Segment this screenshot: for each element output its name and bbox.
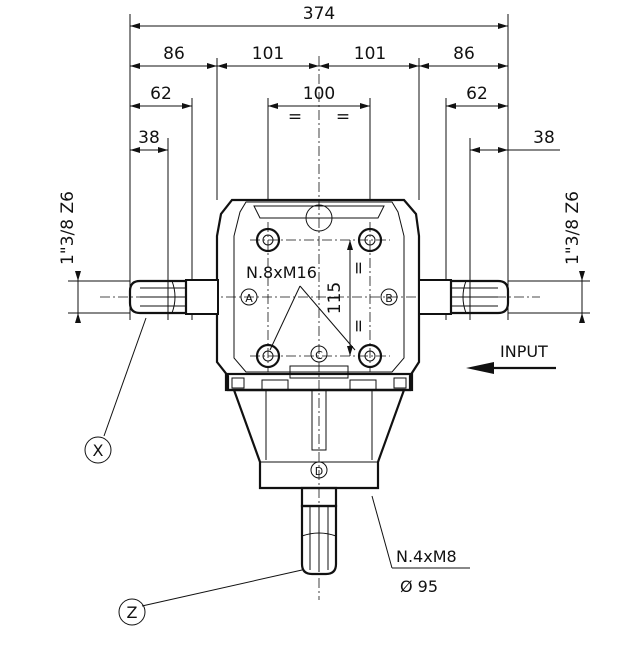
equal-mark-left: = — [288, 107, 302, 127]
input-arrow — [466, 362, 556, 374]
gearbox-housing — [215, 198, 421, 490]
input-label: INPUT — [500, 342, 548, 361]
output-shaft — [300, 486, 338, 576]
marker-z: Z — [127, 603, 138, 622]
dim-left-62: 62 — [150, 84, 172, 104]
marker-c: C — [315, 349, 323, 362]
dim-right-inner: 101 — [354, 44, 386, 64]
left-shaft-spec: 1"3/8 Z6 — [58, 191, 78, 265]
right-shaft-spec: 1"3/8 Z6 — [563, 191, 583, 265]
mounting-holes — [255, 227, 383, 369]
callout-top-holes: N.8xM16 — [246, 263, 317, 282]
dim-overall-width: 374 — [303, 4, 335, 24]
marker-a: A — [245, 292, 253, 305]
equal-mark-right: = — [336, 107, 350, 127]
marker-b: B — [385, 292, 393, 305]
marker-x: X — [93, 441, 104, 460]
callout-bottom-diameter: Ø 95 — [400, 577, 438, 596]
dim-hole-spacing-y: 115 — [325, 282, 345, 314]
dim-right-outer: 86 — [453, 44, 475, 64]
callout-bottom-holes: N.4xM8 — [396, 547, 457, 566]
equal-mark-upper: = — [349, 261, 369, 275]
left-input-shaft — [128, 279, 219, 315]
marker-circles — [84, 288, 398, 626]
center-lines — [100, 56, 540, 600]
dim-left-inner: 101 — [252, 44, 284, 64]
dim-right-62: 62 — [466, 84, 488, 104]
right-input-shaft — [418, 279, 510, 315]
marker-d: D — [315, 465, 323, 478]
dim-left-38: 38 — [138, 128, 160, 148]
extension-lines — [129, 14, 509, 320]
dimension-lines — [68, 25, 590, 356]
dim-left-outer: 86 — [163, 44, 185, 64]
dimension-arrows — [75, 23, 585, 356]
dim-right-38: 38 — [533, 128, 555, 148]
equal-mark-lower: = — [349, 319, 369, 333]
dim-hole-spacing-x: 100 — [303, 84, 335, 104]
leader-lines — [103, 285, 470, 607]
